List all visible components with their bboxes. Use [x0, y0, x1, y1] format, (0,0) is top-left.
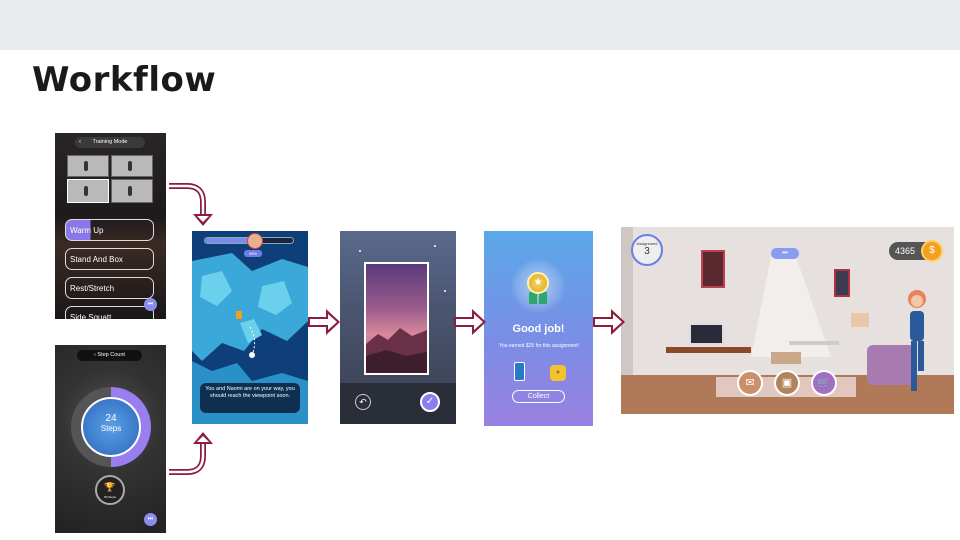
trophy-icon: 🏆: [104, 482, 116, 492]
wall-poster[interactable]: [834, 269, 850, 297]
training-header-title: Training Mode: [92, 139, 128, 145]
training-item-warm-up[interactable]: Warm Up: [65, 219, 154, 241]
room-screen: Assignment 3 ⏭ 4365 $ ✉ ▣ 🛒: [621, 227, 954, 414]
captured-photo: [364, 262, 429, 375]
medal-ribbon: [539, 292, 547, 304]
training-item-rest-stretch[interactable]: Rest/Stretch: [65, 277, 154, 299]
desk: [666, 347, 751, 353]
step-progress-ring: 24 Steps: [71, 387, 151, 467]
medal-glow: ★: [510, 258, 566, 314]
flow-arrow-down-right: [169, 183, 213, 226]
step-count-unit: Steps: [100, 424, 122, 433]
training-header: ‹ Training Mode: [75, 137, 145, 148]
exercise-thumbnail[interactable]: [111, 179, 153, 203]
medal-icon: ★: [527, 272, 549, 294]
coin-icon: ●: [550, 365, 566, 381]
fast-forward-icon[interactable]: ⏭: [144, 513, 157, 526]
avatar: [247, 233, 263, 249]
lamp: [851, 313, 869, 327]
armchair: [867, 345, 915, 385]
confirm-check-icon[interactable]: ✓: [420, 392, 440, 412]
cart-icon[interactable]: 🛒: [811, 370, 837, 396]
step-counter: 24 Steps: [81, 397, 141, 457]
avatar-character: [908, 290, 926, 391]
step-count-title: Step Count: [97, 352, 125, 358]
flow-arrow-right: [454, 309, 486, 335]
fast-forward-icon[interactable]: ⏭: [144, 298, 157, 311]
medal-ribbon: [529, 292, 537, 304]
trophy-caption: 50 Steps: [104, 495, 116, 499]
photo-screen: ↶ ✓: [340, 231, 456, 424]
fast-forward-icon[interactable]: ⏭: [771, 248, 799, 259]
exercise-thumbnail[interactable]: [67, 155, 109, 177]
reward-screen: ★ Good job! You earned $25 for this assi…: [484, 231, 593, 426]
exercise-thumbnail[interactable]: [111, 155, 153, 177]
top-bar: [0, 0, 960, 50]
back-icon[interactable]: ‹: [79, 139, 81, 145]
training-item-stand-and-box[interactable]: Stand And Box: [65, 248, 154, 270]
assignment-label: Assignment: [636, 241, 658, 246]
training-item-side-squatt[interactable]: Side Squatt: [65, 306, 154, 319]
step-count-value: 24: [105, 413, 117, 424]
trophy-badge[interactable]: 🏆 50 Steps: [95, 475, 125, 505]
journey-progress-fill: [205, 238, 254, 243]
slide-title: Workflow: [32, 60, 217, 100]
coin-icon: $: [921, 240, 943, 262]
exercise-thumbnails: [65, 155, 157, 203]
phone-icon: [514, 362, 525, 381]
step-count-screen: ‹ Step Count 24 Steps 🏆 50 Steps ⏭: [55, 345, 166, 533]
flow-arrow-right: [308, 309, 340, 335]
computer-monitor[interactable]: [689, 323, 724, 345]
assignment-badge[interactable]: Assignment 3: [631, 234, 663, 266]
journey-message: You and Naomi are on your way, you shoul…: [200, 383, 300, 413]
flow-arrow-right: [593, 309, 625, 335]
training-mode-screen: ‹ Training Mode Warm Up Stand And Box Re…: [55, 133, 166, 319]
back-icon[interactable]: ‹: [94, 352, 96, 358]
reward-heading: Good job!: [512, 323, 565, 335]
undo-icon[interactable]: ↶: [355, 394, 371, 410]
collect-button[interactable]: Collect: [512, 390, 565, 403]
picture-icon[interactable]: ▣: [774, 370, 800, 396]
photo-background: [359, 245, 446, 292]
mail-icon[interactable]: ✉: [737, 370, 763, 396]
wall-painting[interactable]: [701, 250, 725, 288]
journey-progress-label: 55%: [244, 250, 262, 257]
wall-shelf: [789, 341, 839, 345]
step-count-header: ‹ Step Count: [77, 350, 142, 361]
reward-message: You earned $25 for this assignment!: [499, 343, 579, 349]
assignment-number: 3: [644, 246, 650, 257]
exercise-thumbnail-selected[interactable]: [67, 179, 109, 203]
flow-arrow-up-right: [169, 432, 213, 475]
map-screen: 55% You and Naomi are on your way, you s…: [192, 231, 308, 424]
